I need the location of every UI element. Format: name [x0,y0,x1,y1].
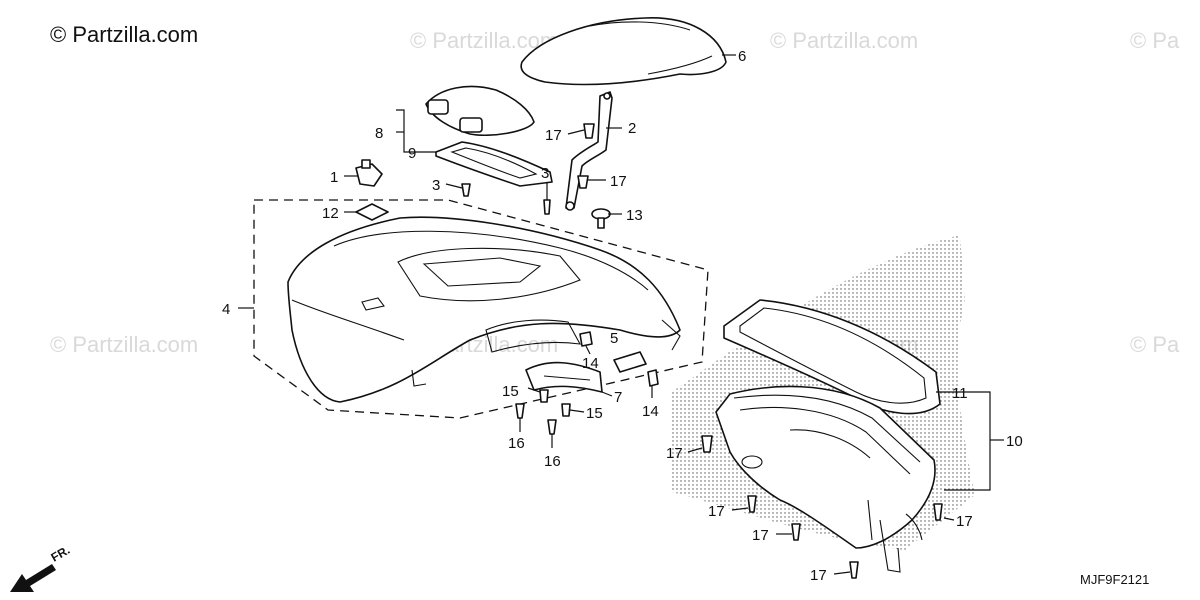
screw-17d [747,495,757,513]
callout-1: 1 [330,169,338,186]
watermark-faint: © Partzilla.com [410,28,558,53]
callout-7: 7 [614,389,622,406]
callout-8: 8 [375,125,383,142]
callout-11: 11 [952,385,968,402]
front-arrow-label: FR. [49,543,73,565]
callout-14a: 14 [582,355,599,372]
callout-17e: 17 [752,527,769,544]
callout-16a: 16 [508,435,525,452]
callout-2: 2 [628,120,636,137]
diagram-code: MJF9F2121 [1080,572,1149,587]
bracket-7 [525,361,603,393]
screw-17c [701,435,713,453]
grommet-12 [355,203,389,221]
stay-bracket [565,91,613,211]
clip-1 [355,159,383,187]
callout-17a: 17 [545,127,562,144]
screw-17e [791,523,801,541]
callout-3b: 3 [541,165,549,182]
assembly-outline-4 [253,199,709,419]
watermark-faint: © Partzilla.com [770,28,918,53]
seal-11 [723,299,941,415]
callout-17f: 17 [810,567,827,584]
callout-3a: 3 [432,177,440,194]
clip-14a [579,331,593,347]
watermark-faint: © Partzilla.com [50,332,198,357]
pocket-lid [425,85,535,137]
callout-15a: 15 [502,383,519,400]
screw-16a [515,403,525,419]
watermark-faint: © Pa [1130,332,1180,357]
front-arrow [10,564,56,592]
screw-15b [561,403,571,417]
callout-12: 12 [322,205,339,222]
pocket-frame [435,141,553,187]
callout-6: 6 [738,48,746,65]
leader-lines [238,54,1004,575]
watermark-faint: © Pa [1130,28,1180,53]
callout-15b: 15 [586,405,603,422]
seat-cowl-top [520,17,727,86]
rear-cowl [287,216,681,403]
screw-16b [547,419,557,435]
screw-17g [933,503,943,521]
bolt-17-stay-b [577,175,589,189]
callout-17d: 17 [708,503,725,520]
screw-3a [461,183,471,197]
callout-9: 9 [408,145,416,162]
callout-13: 13 [626,207,643,224]
callout-10: 10 [1006,433,1023,450]
screw-15a [539,389,549,403]
callout-4: 4 [222,301,230,318]
clip-14b [647,369,659,387]
callout-17g: 17 [956,513,973,530]
bolt-17-stay-a [583,123,595,139]
screw-17f [849,561,859,579]
callout-16b: 16 [544,453,561,470]
screw-3b [543,199,551,215]
luggage-box [715,385,936,573]
callout-17c: 17 [666,445,683,462]
callout-5: 5 [610,330,618,347]
callout-14b: 14 [642,403,659,420]
watermark-main: © Partzilla.com [50,22,198,47]
pad-5 [613,351,647,373]
callout-17b: 17 [610,173,627,190]
bolt-13 [591,208,611,229]
